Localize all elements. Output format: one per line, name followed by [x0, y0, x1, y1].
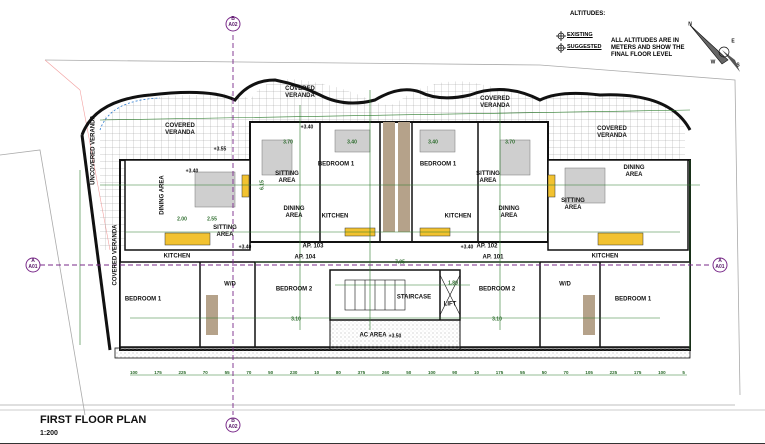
dimension-value: 90 — [452, 370, 458, 375]
level-mark: +3.40 — [300, 124, 314, 131]
legend-existing: EXISTING — [567, 32, 593, 38]
apartment-104-label: AP. 104 — [294, 254, 316, 261]
bedroom1-label: BEDROOM 1 — [614, 296, 652, 303]
bottom-dimension-string: 100 175 225 70 55 70 50 230 10 80 375 260 50 100 90 10 1… — [130, 370, 685, 375]
dimension-value: 70 — [202, 370, 208, 375]
kitchen-label: KITCHEN — [321, 213, 349, 220]
dimension: 6.15 — [259, 180, 266, 190]
sitting-area-label: SITTING AREA — [213, 225, 237, 238]
level-mark: +3.55 — [213, 146, 227, 153]
kitchen-label: KITCHEN — [591, 253, 619, 260]
dining-area-label: DINING AREA — [498, 206, 520, 219]
apartment-103-label: AP. 103 — [302, 243, 324, 250]
uncovered-veranda-label: UNCOVERED VERANDA — [90, 115, 97, 185]
dimension: 3.10 — [492, 316, 502, 323]
dimension-value: 100 — [427, 370, 436, 375]
dining-area-label: DINING AREA — [623, 165, 645, 178]
compass-n: N — [688, 21, 692, 28]
dimension-value: 230 — [289, 370, 298, 375]
level-mark: +3.40 — [460, 244, 474, 251]
covered-veranda-label: COVERED VERANDA — [480, 96, 510, 109]
plot-boundary — [44, 59, 741, 396]
dimension-value: 10 — [473, 370, 479, 375]
section-marker-icons — [25, 16, 728, 433]
dimension: 3.40 — [428, 139, 438, 146]
wd-label: W/D — [224, 281, 236, 288]
dimension-value: 70 — [246, 370, 252, 375]
dimension-value: 55 — [224, 370, 230, 375]
dimension-value: 225 — [178, 370, 187, 375]
compass-s: S — [736, 62, 740, 69]
bedroom2-label: BEDROOM 2 — [478, 286, 516, 293]
drawing-title: FIRST FLOOR PLAN — [40, 414, 147, 426]
apartment-102-label: AP. 102 — [476, 243, 498, 250]
dimension: 7.05 — [395, 259, 405, 266]
altitudes-heading: ALTITUDES: — [570, 11, 606, 17]
dimension-value: 175 — [154, 370, 162, 375]
dimension: 2.55 — [207, 216, 217, 223]
sitting-area-label: SITTING AREA — [476, 171, 500, 184]
dimension-value: 10 — [314, 370, 320, 375]
level-mark: +3.40 — [238, 244, 252, 251]
dimension-value: 100 — [658, 370, 666, 375]
dimension: 1.80 — [448, 280, 458, 287]
drawing-scale: 1:200 — [40, 430, 58, 437]
dimension-value: 50 — [268, 370, 274, 375]
dimension-value: 175 — [495, 370, 504, 375]
dimension-value: 375 — [357, 370, 366, 375]
compass-e: E — [731, 38, 735, 45]
dimension: 3.10 — [291, 316, 301, 323]
dimension: 3.70 — [283, 139, 293, 146]
dimension-value: 260 — [381, 370, 390, 375]
kitchen-label: KITCHEN — [163, 253, 191, 260]
covered-veranda-label: COVERED VERANDA — [112, 224, 119, 286]
bedroom2-label: BEDROOM 2 — [275, 286, 313, 293]
kitchen-label: KITCHEN — [444, 213, 472, 220]
wd-label: W/D — [559, 281, 571, 288]
sitting-area-label: SITTING AREA — [275, 171, 299, 184]
level-mark: +3.50 — [388, 333, 402, 340]
altitude-symbols — [556, 31, 566, 53]
dimension-value: 70 — [563, 370, 569, 375]
dimension-value: 50 — [406, 370, 412, 375]
ac-area-label: AC AREA — [359, 332, 387, 339]
dimension-value: 105 — [585, 370, 593, 375]
bedroom1-label: BEDROOM 1 — [419, 161, 457, 168]
legend-suggested: SUGGESTED — [567, 44, 602, 50]
covered-veranda-label: COVERED VERANDA — [165, 123, 195, 136]
dimension-value: 100 — [130, 370, 138, 375]
altitudes-note: ALL ALTITUDES ARE IN METERS AND SHOW THE… — [611, 38, 685, 58]
dining-area-label: DINING AREA — [283, 206, 305, 219]
dining-area-label: DINING AREA — [159, 175, 166, 215]
dimension: 3.40 — [347, 139, 357, 146]
bedroom1-label: BEDROOM 1 — [124, 296, 162, 303]
dimension-value: 55 — [520, 370, 526, 375]
covered-veranda-label: COVERED VERANDA — [285, 86, 315, 99]
sitting-area-label: SITTING AREA — [561, 198, 585, 211]
dimension-value: 175 — [633, 370, 642, 375]
staircase-label: STAIRCASE — [396, 294, 432, 301]
dimension-value: 5 — [682, 370, 685, 375]
dimension: 3.70 — [505, 139, 515, 146]
dimension: 2.00 — [177, 216, 187, 223]
dimension-value: 80 — [335, 370, 341, 375]
bedroom1-label: BEDROOM 1 — [317, 161, 355, 168]
apartment-101-label: AP. 101 — [482, 254, 504, 261]
compass-w: W — [710, 59, 716, 66]
dimension-value: 50 — [541, 370, 547, 375]
level-mark: +3.40 — [185, 168, 199, 175]
dimension-value: 225 — [609, 370, 618, 375]
compass-icon — [689, 24, 740, 72]
covered-veranda-label: COVERED VERANDA — [597, 126, 627, 139]
lift-label: LIFT — [443, 301, 457, 308]
